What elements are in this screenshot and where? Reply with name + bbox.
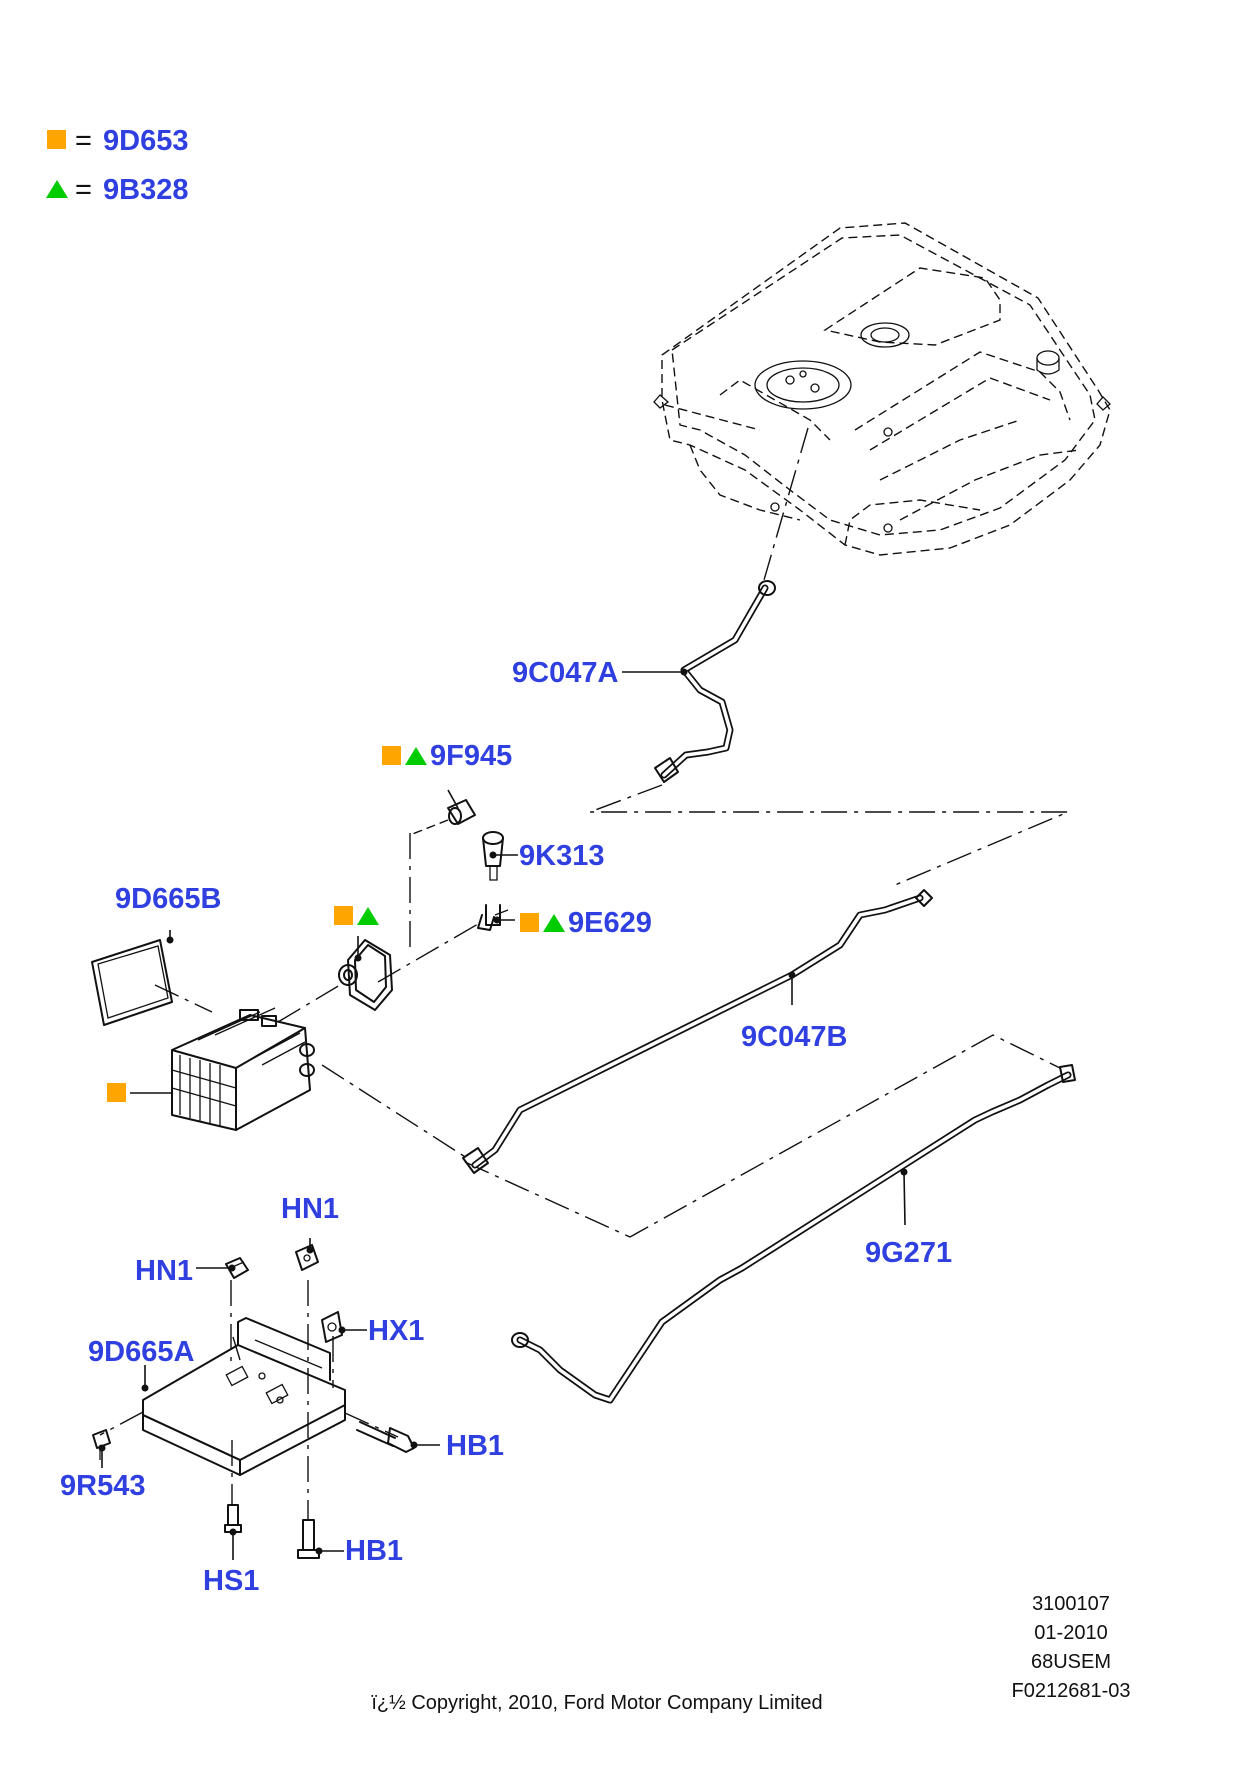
seal-pad-9d665b: [91, 939, 173, 1026]
callout-9d665a: 9D665A: [88, 1336, 194, 1368]
fuel-tank: [653, 222, 1111, 556]
legend: = 9D653 = 9B328: [46, 125, 188, 206]
callout-hs1: HS1: [203, 1565, 259, 1597]
legend-code-square: 9D653: [103, 125, 188, 157]
figure-id: F0212681-03: [1012, 1680, 1131, 1702]
callout-9f945: 9F945: [430, 740, 512, 772]
callout-9k313: 9K313: [519, 840, 604, 872]
issue-date: 01-2010: [1034, 1622, 1107, 1644]
legend-equals: =: [75, 125, 92, 157]
callout-hb1-bottom: HB1: [345, 1535, 403, 1567]
figure-metadata: 3100107 01-2010 68USEM F0212681-03 ï¿½ C…: [371, 1593, 1130, 1714]
filter-9d653: [338, 939, 393, 1011]
callout-9d665b: 9D665B: [115, 883, 221, 915]
fastener-hx1: [321, 1311, 343, 1343]
tube-9c047b: [462, 889, 933, 1174]
tube-9c047a: [654, 580, 776, 783]
leader-lines: [98, 668, 908, 1560]
square-symbol-icon: [520, 913, 539, 932]
callout-hb1-right: HB1: [446, 1430, 504, 1462]
tube-9g271: [511, 1064, 1076, 1404]
carbon-canister: [171, 1007, 315, 1131]
legend-square-icon: [47, 130, 66, 149]
valve-9f945: [409, 799, 476, 836]
fastener-hn1-top: [295, 1244, 319, 1271]
bolt-hb1-right: [356, 1421, 415, 1453]
square-symbol-icon: [107, 1083, 126, 1102]
square-symbol-icon: [382, 746, 401, 765]
assembly-centerlines: [99, 427, 1069, 1520]
connector-9k313: [477, 831, 509, 931]
callout-9c047b: 9C047B: [741, 1021, 847, 1053]
callout-9r543: 9R543: [60, 1470, 145, 1502]
callout-hx1: HX1: [368, 1315, 424, 1347]
bolt-hb1-bottom: [297, 1519, 320, 1559]
bracket-9d665a: [142, 1317, 346, 1476]
callout-labels: 9C047A 9F945 9K313 9D665B 9E629 9C047B 9…: [60, 657, 952, 1597]
triangle-symbol-icon: [357, 907, 379, 925]
callout-hn1-left: HN1: [135, 1255, 193, 1287]
callout-9e629: 9E629: [568, 907, 652, 939]
legend-code-triangle: 9B328: [103, 174, 188, 206]
bolt-hs1: [224, 1504, 242, 1533]
ref-number: 3100107: [1032, 1593, 1110, 1615]
callout-9c047a: 9C047A: [512, 657, 618, 689]
market-code: 68USEM: [1031, 1651, 1111, 1673]
copyright-notice: ï¿½ Copyright, 2010, Ford Motor Company …: [371, 1692, 822, 1714]
legend-triangle-icon: [46, 180, 68, 198]
callout-9g271: 9G271: [865, 1237, 952, 1269]
legend-equals: =: [75, 174, 92, 206]
callout-hn1-top: HN1: [281, 1193, 339, 1225]
square-symbol-icon: [334, 906, 353, 925]
triangle-symbol-icon: [405, 747, 427, 765]
triangle-symbol-icon: [543, 914, 565, 932]
